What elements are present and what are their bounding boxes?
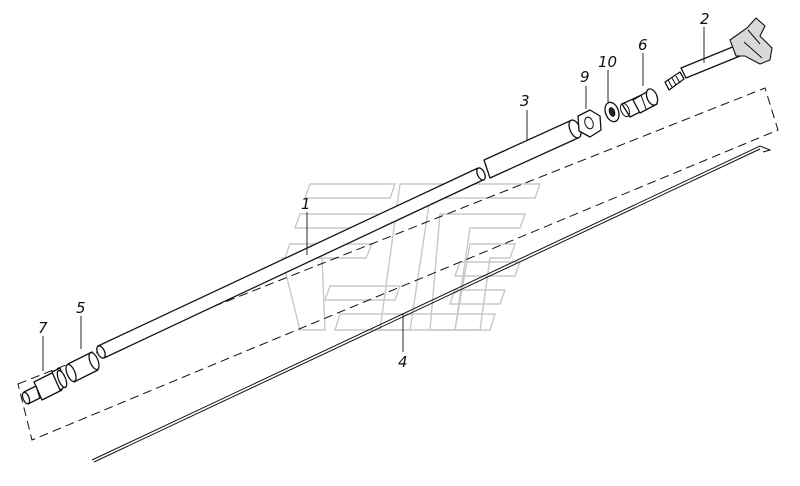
callout-2: 2	[700, 10, 710, 28]
part-3-tube	[483, 119, 582, 179]
assembly-boundary	[17, 87, 779, 441]
part-2-dipstick-handle	[664, 17, 773, 91]
part-9-nut	[577, 109, 602, 138]
leader-lines	[42, 27, 705, 371]
part-7-end-plug	[21, 367, 68, 405]
callout-6: 6	[638, 36, 648, 54]
callout-3: 3	[520, 92, 530, 110]
callout-4: 4	[398, 353, 408, 371]
part-4-dipstick-wire	[91, 145, 772, 463]
part-1-long-rod	[96, 167, 486, 359]
part-6-fitting	[619, 88, 659, 118]
callout-1: 1	[301, 195, 311, 213]
callout-9: 9	[580, 68, 590, 86]
part-5-sleeve	[65, 351, 100, 383]
callout-5: 5	[76, 299, 86, 317]
part-10-washer	[604, 101, 620, 123]
callout-7: 7	[38, 319, 48, 337]
callout-10: 10	[598, 53, 617, 71]
